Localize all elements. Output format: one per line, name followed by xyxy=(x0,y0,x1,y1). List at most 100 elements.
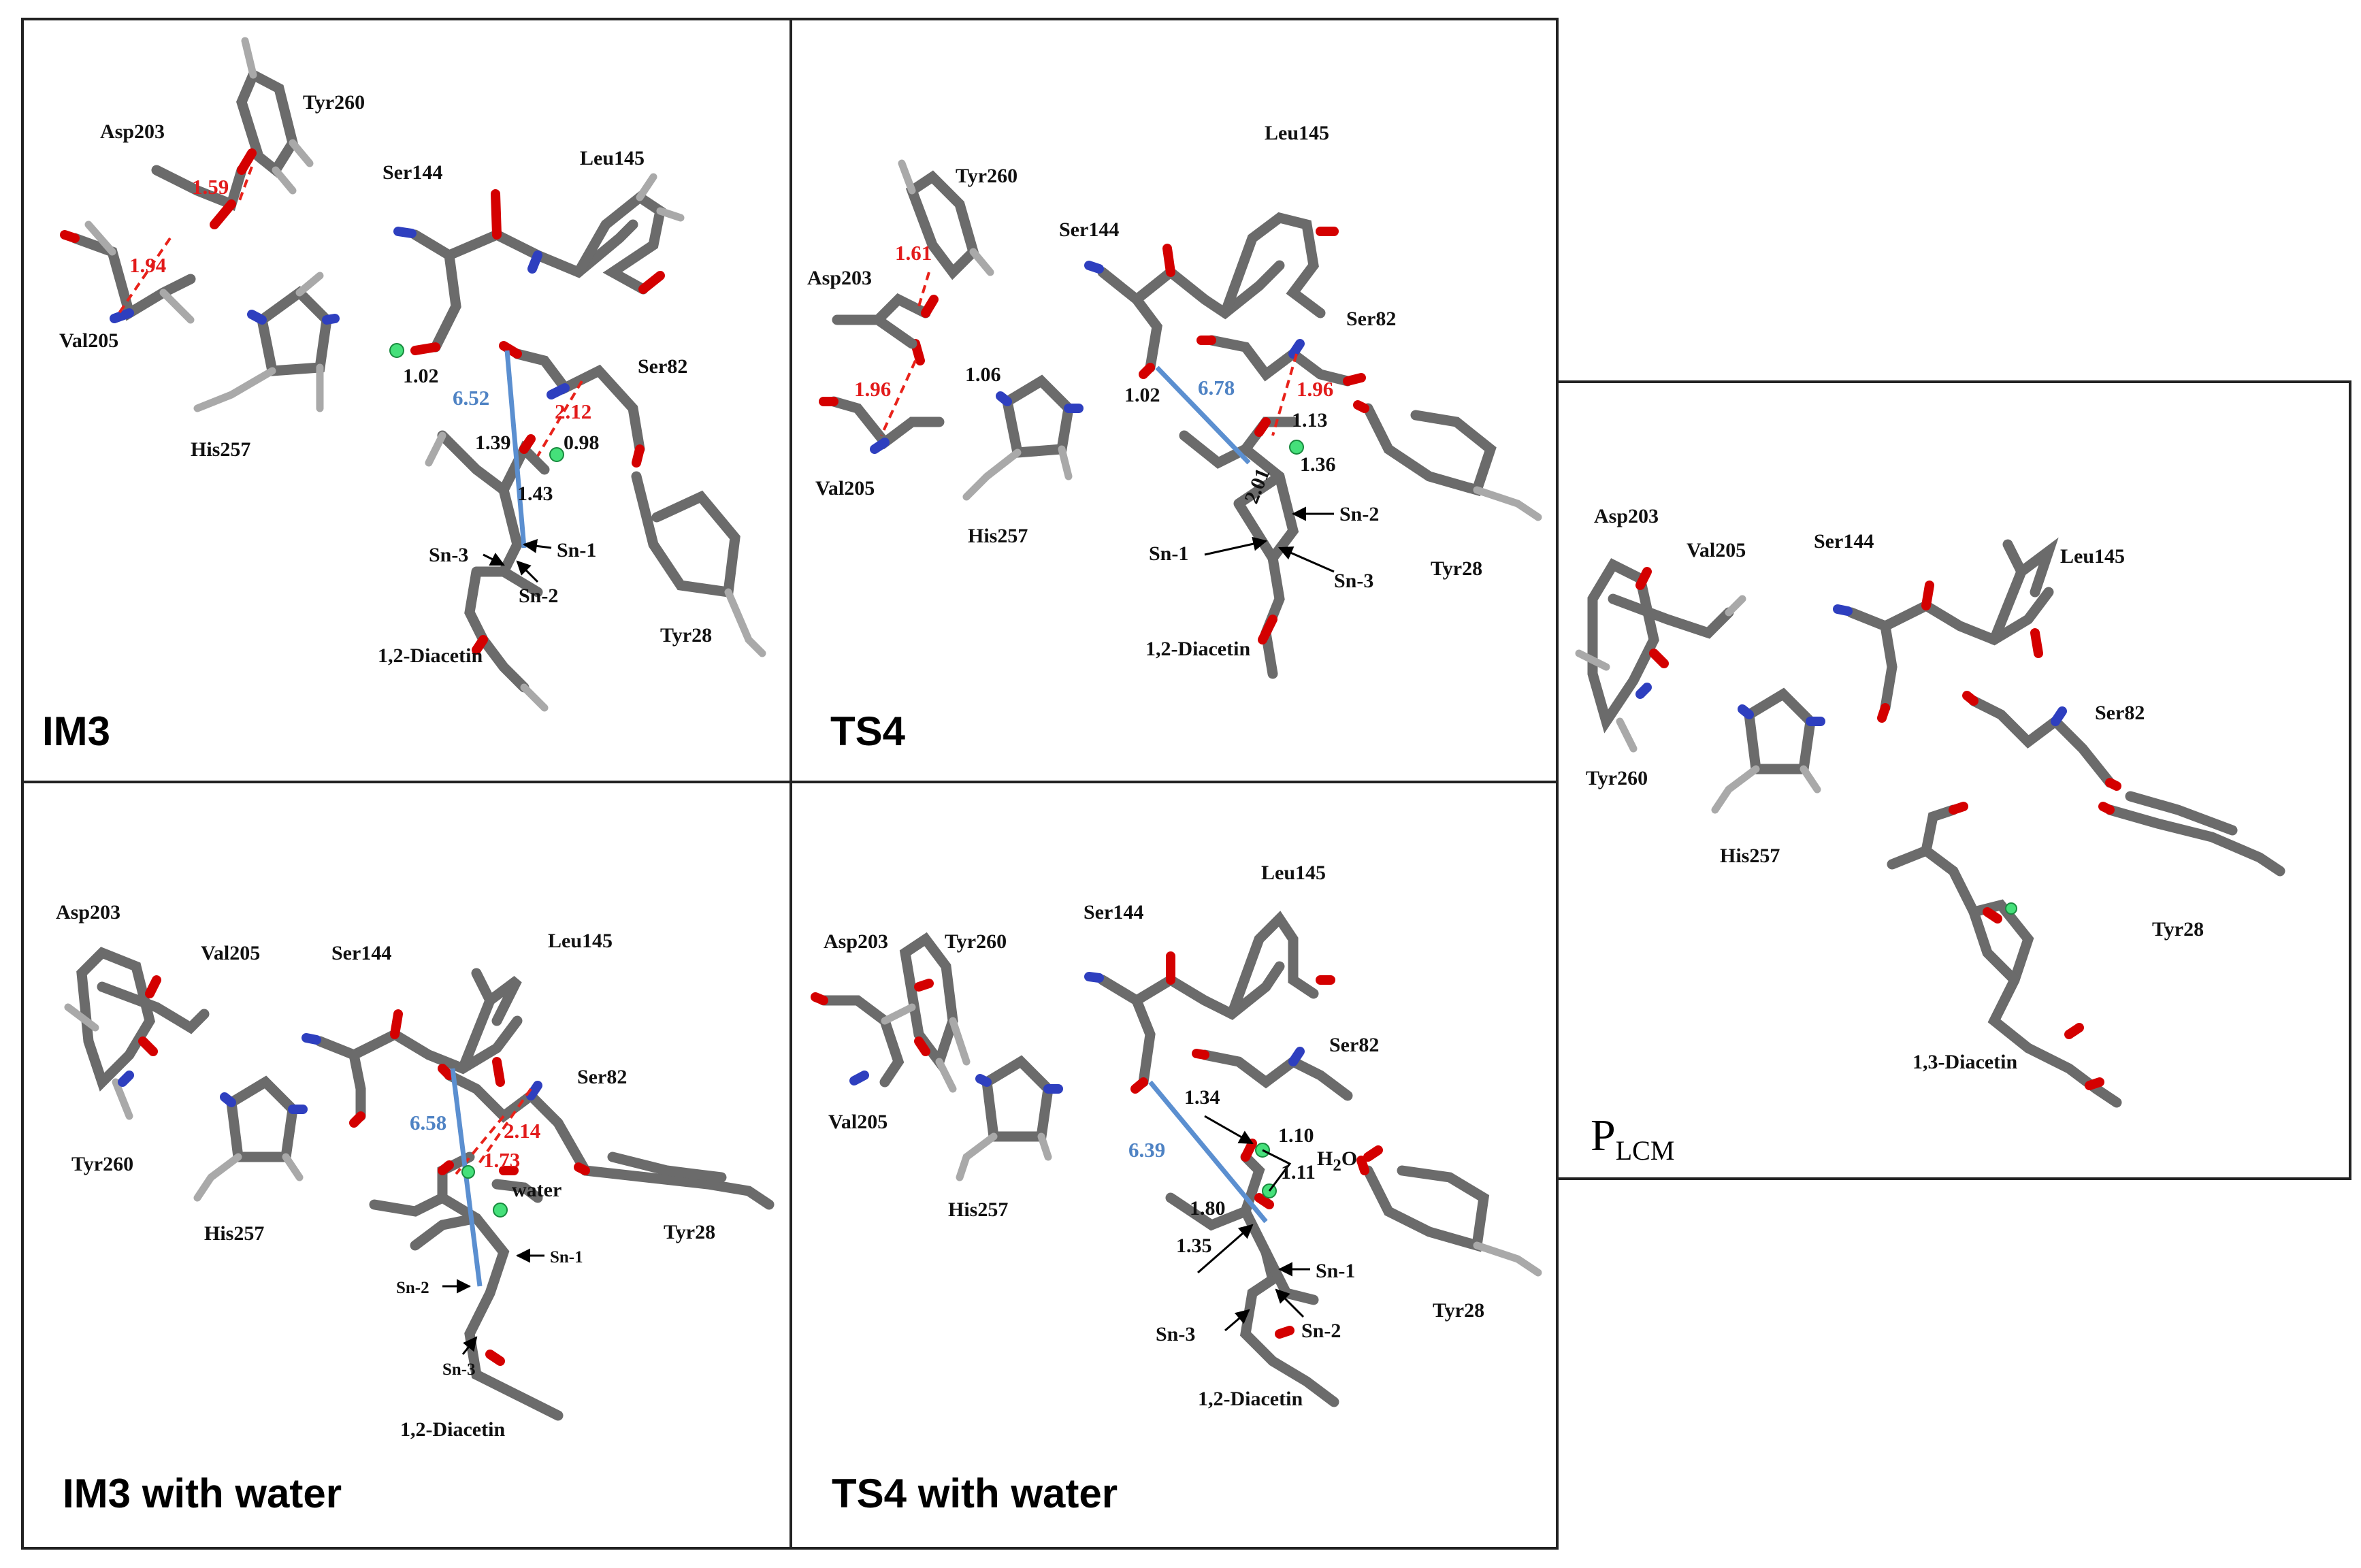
ts4w-pos-sn3: Sn-3 xyxy=(1156,1323,1195,1345)
im3w-water-label: water xyxy=(512,1179,561,1201)
ts4w-water-label: H2O xyxy=(1317,1147,1357,1175)
ts4w-bond-label-1: 1.34 xyxy=(1184,1086,1220,1109)
panel-im3-water-molecule xyxy=(64,947,775,1421)
im3-proton-dot-2 xyxy=(549,447,564,462)
ts4w-res-diacetin: 1,2-Diacetin xyxy=(1198,1388,1303,1410)
im3-hbond-label-1: 1.59 xyxy=(192,175,229,199)
ts4-res-ser144: Ser144 xyxy=(1059,218,1119,241)
plcm-proton-dot xyxy=(2005,902,2017,915)
im3w-res-val205: Val205 xyxy=(201,942,260,964)
ts4-pos-sn1: Sn-1 xyxy=(1149,542,1188,565)
im3-res-diacetin: 1,2-Diacetin xyxy=(378,644,483,667)
im3-res-leu145: Leu145 xyxy=(580,147,645,169)
im3-hbond-label-2: 1.94 xyxy=(129,253,166,277)
ts4-proton-dot xyxy=(1289,440,1304,455)
ts4-res-his257: His257 xyxy=(968,525,1028,547)
im3-distance-line xyxy=(504,350,527,549)
ts4w-res-his257: His257 xyxy=(948,1198,1008,1221)
ts4w-water-o: O xyxy=(1341,1147,1357,1170)
plcm-res-val205: Val205 xyxy=(1687,539,1746,561)
ts4-res-ser82: Ser82 xyxy=(1346,308,1396,330)
im3-bond-label-4: 1.43 xyxy=(517,483,553,505)
im3-res-ser144: Ser144 xyxy=(382,161,442,184)
im3-res-asp203: Asp203 xyxy=(100,120,165,143)
im3w-proton-dot-1 xyxy=(461,1165,475,1179)
im3-proton-dot-1 xyxy=(389,343,404,358)
ts4w-arrow-sn3 xyxy=(1224,1309,1250,1332)
ts4-hbond-label-1: 1.61 xyxy=(895,241,932,265)
ts4-res-leu145: Leu145 xyxy=(1265,122,1329,144)
ts4-hbond-label-2: 1.96 xyxy=(854,377,891,401)
ts4w-water-sub: 2 xyxy=(1333,1156,1341,1175)
im3w-res-tyr260: Tyr260 xyxy=(71,1153,133,1175)
panel-ts4-water-molecule xyxy=(811,911,1542,1407)
im3-arrow-sn1 xyxy=(522,538,552,553)
panel-ts4-molecule xyxy=(819,159,1542,679)
ts4-bond-label-4: 1.36 xyxy=(1300,453,1336,476)
im3-pos-sn3: Sn-3 xyxy=(429,544,468,566)
im3-hbond-3 xyxy=(536,380,583,457)
panel-product-molecule xyxy=(1575,537,2285,1108)
ts4w-res-ser144: Ser144 xyxy=(1084,901,1143,924)
ts4w-bond-label-4: 1.80 xyxy=(1190,1197,1226,1220)
im3w-res-ser82: Ser82 xyxy=(577,1066,627,1088)
im3-pos-sn1: Sn-1 xyxy=(557,539,596,561)
panel-ts4-water-frame xyxy=(789,781,1559,1550)
im3w-res-leu145: Leu145 xyxy=(548,930,613,952)
ts4w-res-asp203: Asp203 xyxy=(824,930,888,953)
ts4-hbond-label-3: 1.96 xyxy=(1297,377,1333,401)
plcm-title: PLCM xyxy=(1591,1111,1674,1166)
ts4w-res-tyr28: Tyr28 xyxy=(1433,1299,1484,1322)
im3-res-ser82: Ser82 xyxy=(638,355,687,378)
im3-bond-label-1: 1.02 xyxy=(403,365,439,387)
plcm-res-leu145: Leu145 xyxy=(2060,545,2125,568)
im3w-res-his257: His257 xyxy=(204,1222,264,1245)
ts4w-bond-label-3: 1.11 xyxy=(1281,1161,1316,1183)
ts4w-bond-label-2: 1.10 xyxy=(1278,1124,1314,1147)
im3w-title: IM3 with water xyxy=(63,1471,342,1516)
im3w-pos-sn3: Sn-3 xyxy=(442,1360,476,1379)
ts4-distance-label: 6.78 xyxy=(1198,376,1235,399)
panel-ts4-frame xyxy=(789,18,1559,783)
ts4-arrow-sn3 xyxy=(1278,546,1335,573)
ts4w-res-ser82: Ser82 xyxy=(1329,1034,1379,1056)
plcm-res-ser82: Ser82 xyxy=(2095,702,2145,724)
im3-arrow-sn2 xyxy=(516,560,539,583)
ts4w-res-leu145: Leu145 xyxy=(1261,862,1326,884)
ts4w-water-h: H xyxy=(1317,1147,1333,1170)
im3w-hbond-label-1: 2.14 xyxy=(504,1119,540,1143)
plcm-res-ser144: Ser144 xyxy=(1814,530,1874,553)
ts4-res-asp203: Asp203 xyxy=(807,267,872,289)
plcm-res-his257: His257 xyxy=(1720,845,1780,867)
im3w-res-ser144: Ser144 xyxy=(331,942,391,964)
im3-res-val205: Val205 xyxy=(59,329,118,352)
ts4w-arrow-2 xyxy=(1197,1224,1254,1274)
ts4-bond-label-2: 1.02 xyxy=(1124,384,1160,406)
ts4-bond-label-3: 1.13 xyxy=(1292,409,1328,431)
im3w-hbond-label-2: 1.73 xyxy=(483,1148,520,1172)
ts4-res-diacetin: 1,2-Diacetin xyxy=(1145,638,1250,660)
plcm-res-tyr260: Tyr260 xyxy=(1586,767,1648,789)
im3-arrow-sn3 xyxy=(483,553,505,566)
ts4-arrow-sn1 xyxy=(1204,536,1268,556)
im3-hbond-label-3: 2.12 xyxy=(555,399,591,423)
ts4w-res-val205: Val205 xyxy=(828,1111,888,1133)
im3w-res-diacetin: 1,2-Diacetin xyxy=(400,1418,505,1441)
im3-res-tyr28: Tyr28 xyxy=(660,624,712,647)
ts4w-water-bonds xyxy=(1262,1149,1292,1192)
ts4-hbond-1 xyxy=(917,272,930,307)
im3-bond-label-3: 0.98 xyxy=(564,431,600,454)
ts4-title: TS4 xyxy=(830,708,906,754)
ts4-res-tyr260: Tyr260 xyxy=(956,165,1017,187)
ts4w-title: TS4 with water xyxy=(832,1471,1118,1516)
im3w-pos-sn2: Sn-2 xyxy=(396,1279,429,1297)
plcm-res-diacetin: 1,3-Diacetin xyxy=(1912,1051,2017,1073)
im3-title: IM3 xyxy=(42,708,110,754)
plcm-title-main: P xyxy=(1591,1111,1616,1160)
plcm-res-asp203: Asp203 xyxy=(1594,505,1659,527)
ts4w-res-tyr260: Tyr260 xyxy=(945,930,1007,953)
ts4w-arrow-sn2 xyxy=(1275,1288,1305,1318)
ts4-res-val205: Val205 xyxy=(815,477,875,500)
im3w-arrow-sn3 xyxy=(461,1336,478,1355)
